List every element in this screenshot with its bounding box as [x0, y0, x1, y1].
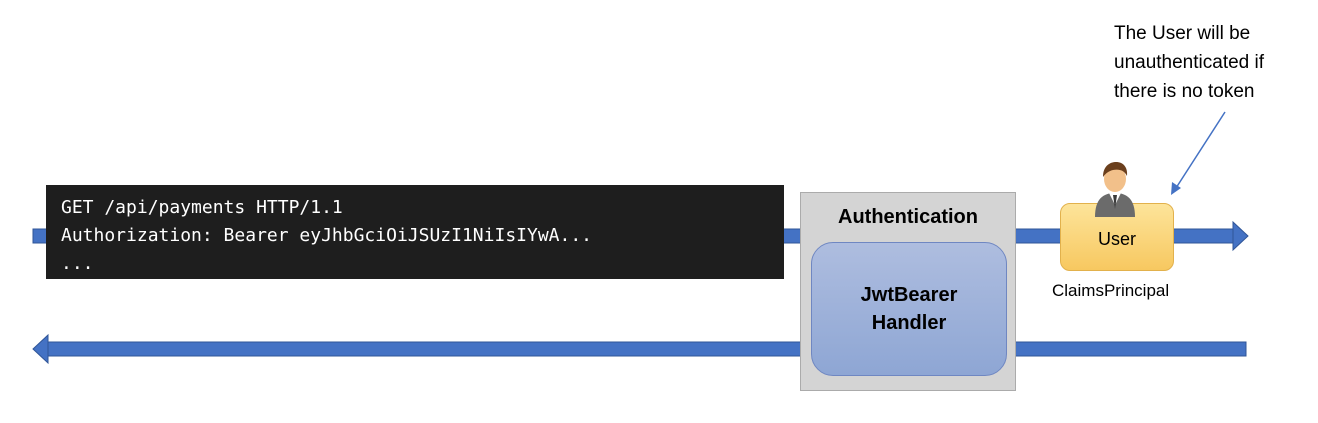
unauthenticated-note: The User will be unauthenticated if ther…: [1114, 19, 1264, 106]
handler-label-line-1: JwtBearer: [860, 284, 958, 306]
claims-principal-label: ClaimsPrincipal: [1052, 281, 1170, 300]
request-line-2: Authorization: Bearer eyJhbGciOiJSUzI1Ni…: [61, 225, 593, 246]
user-avatar-icon: [1095, 162, 1135, 217]
request-line-3: ...: [61, 253, 94, 274]
response-flow-arrow: [32, 333, 1247, 365]
http-request-block: GET /api/payments HTTP/1.1 Authorization…: [46, 185, 784, 279]
handler-label-line-2: Handler: [871, 312, 947, 334]
authentication-middleware-box: Authentication JwtBearer Handler: [800, 192, 1016, 391]
authentication-title: Authentication: [838, 206, 978, 228]
note-line-2: unauthenticated if: [1114, 52, 1265, 73]
note-line-1: The User will be: [1114, 23, 1251, 44]
jwtbearer-handler-box: JwtBearer Handler: [811, 242, 1007, 376]
note-line-3: there is no token: [1114, 81, 1255, 102]
user-label: User: [1097, 229, 1136, 249]
request-line-1: GET /api/payments HTTP/1.1: [61, 197, 343, 218]
note-pointer-arrow: [1171, 111, 1226, 195]
